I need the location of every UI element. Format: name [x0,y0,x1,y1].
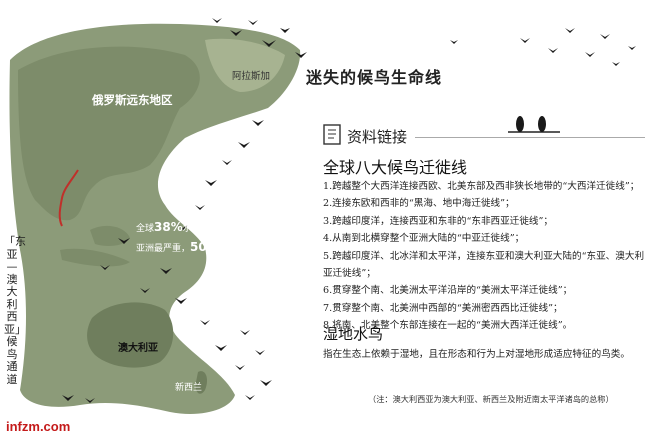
alaska-shape [205,38,285,92]
document-icon [323,124,341,145]
australia-shape [87,302,174,368]
route-item: 7.贯穿整个南、北美洲中西部的“美洲密西西比迁徙线”； [323,302,563,314]
stat-line-2: 亚洲最严重，50%种群在减少。 [136,240,273,254]
nz-shape [195,371,208,394]
route-item: 4.从南到北横穿整个亚洲大陆的“中亚迁徙线”； [323,233,525,245]
russia-label: 俄罗斯远东地区 [92,93,173,107]
footnote: （注：澳大利西亚为澳大利亚、新西兰及附近南太平洋诸岛的总称） [368,394,614,404]
route-item: 6.贯穿整个南、北美洲太平洋沿岸的“美洲太平洋迁徙线”； [323,285,573,297]
nz-label: 新西兰 [175,383,203,393]
island-shape [60,248,130,267]
info-link-box: 资料链接 [323,124,415,148]
brand-logo[interactable]: infzm.com [6,419,71,434]
route-item: 2.连接东欧和西非的“黑海、地中海迁徙线”； [323,198,515,210]
bird-flock [62,18,636,403]
branch-birds [508,116,560,133]
route-item: 3.跨越印度洋，连接西亚和东非的“东非西亚迁徙线”； [323,215,554,227]
page-title: 迷失的候鸟生命线 [306,68,443,87]
wetland-description: 指在生态上依赖于湿地，且在形态和行为上对湿地形成适应特征的鸟类。 [323,349,630,360]
decline-stat: 全球38%水鸟种群数量下降， 亚洲最严重，50%种群在减少。 [136,218,273,258]
asia-land [18,46,200,221]
route-item: 5.跨越印度洋、北冰洋和太平洋，连接东亚和澳大利亚大陆的“东亚、澳大利亚迁徙线”… [323,250,645,280]
routes-heading: 全球八大候鸟迁徙线 [323,158,468,177]
route-line [58,169,79,227]
wetland-heading: 湿地水鸟 [323,325,384,343]
info-link-label: 资料链接 [347,128,408,146]
flyway-label: 「东亚—澳大利西亚」候鸟通道 [4,235,26,386]
australia-label: 澳大利亚 [118,343,158,354]
stat-line-1: 全球38%水鸟种群数量下降， [136,220,264,234]
alaska-label: 阿拉斯加 [232,71,271,82]
route-item: 8.将南、北美整个东部连接在一起的“美洲大西洋迁徙线”。 [323,320,573,332]
island-shape [90,225,130,246]
route-item: 1.跨越整个大西洋连接西欧、北美东部及西非狭长地带的“大西洋迁徙线”； [323,181,640,192]
divider [415,137,645,138]
routes-list: 1.跨越整个大西洋连接西欧、北美东部及西非狭长地带的“大西洋迁徙线”； 2.连接… [323,178,653,335]
